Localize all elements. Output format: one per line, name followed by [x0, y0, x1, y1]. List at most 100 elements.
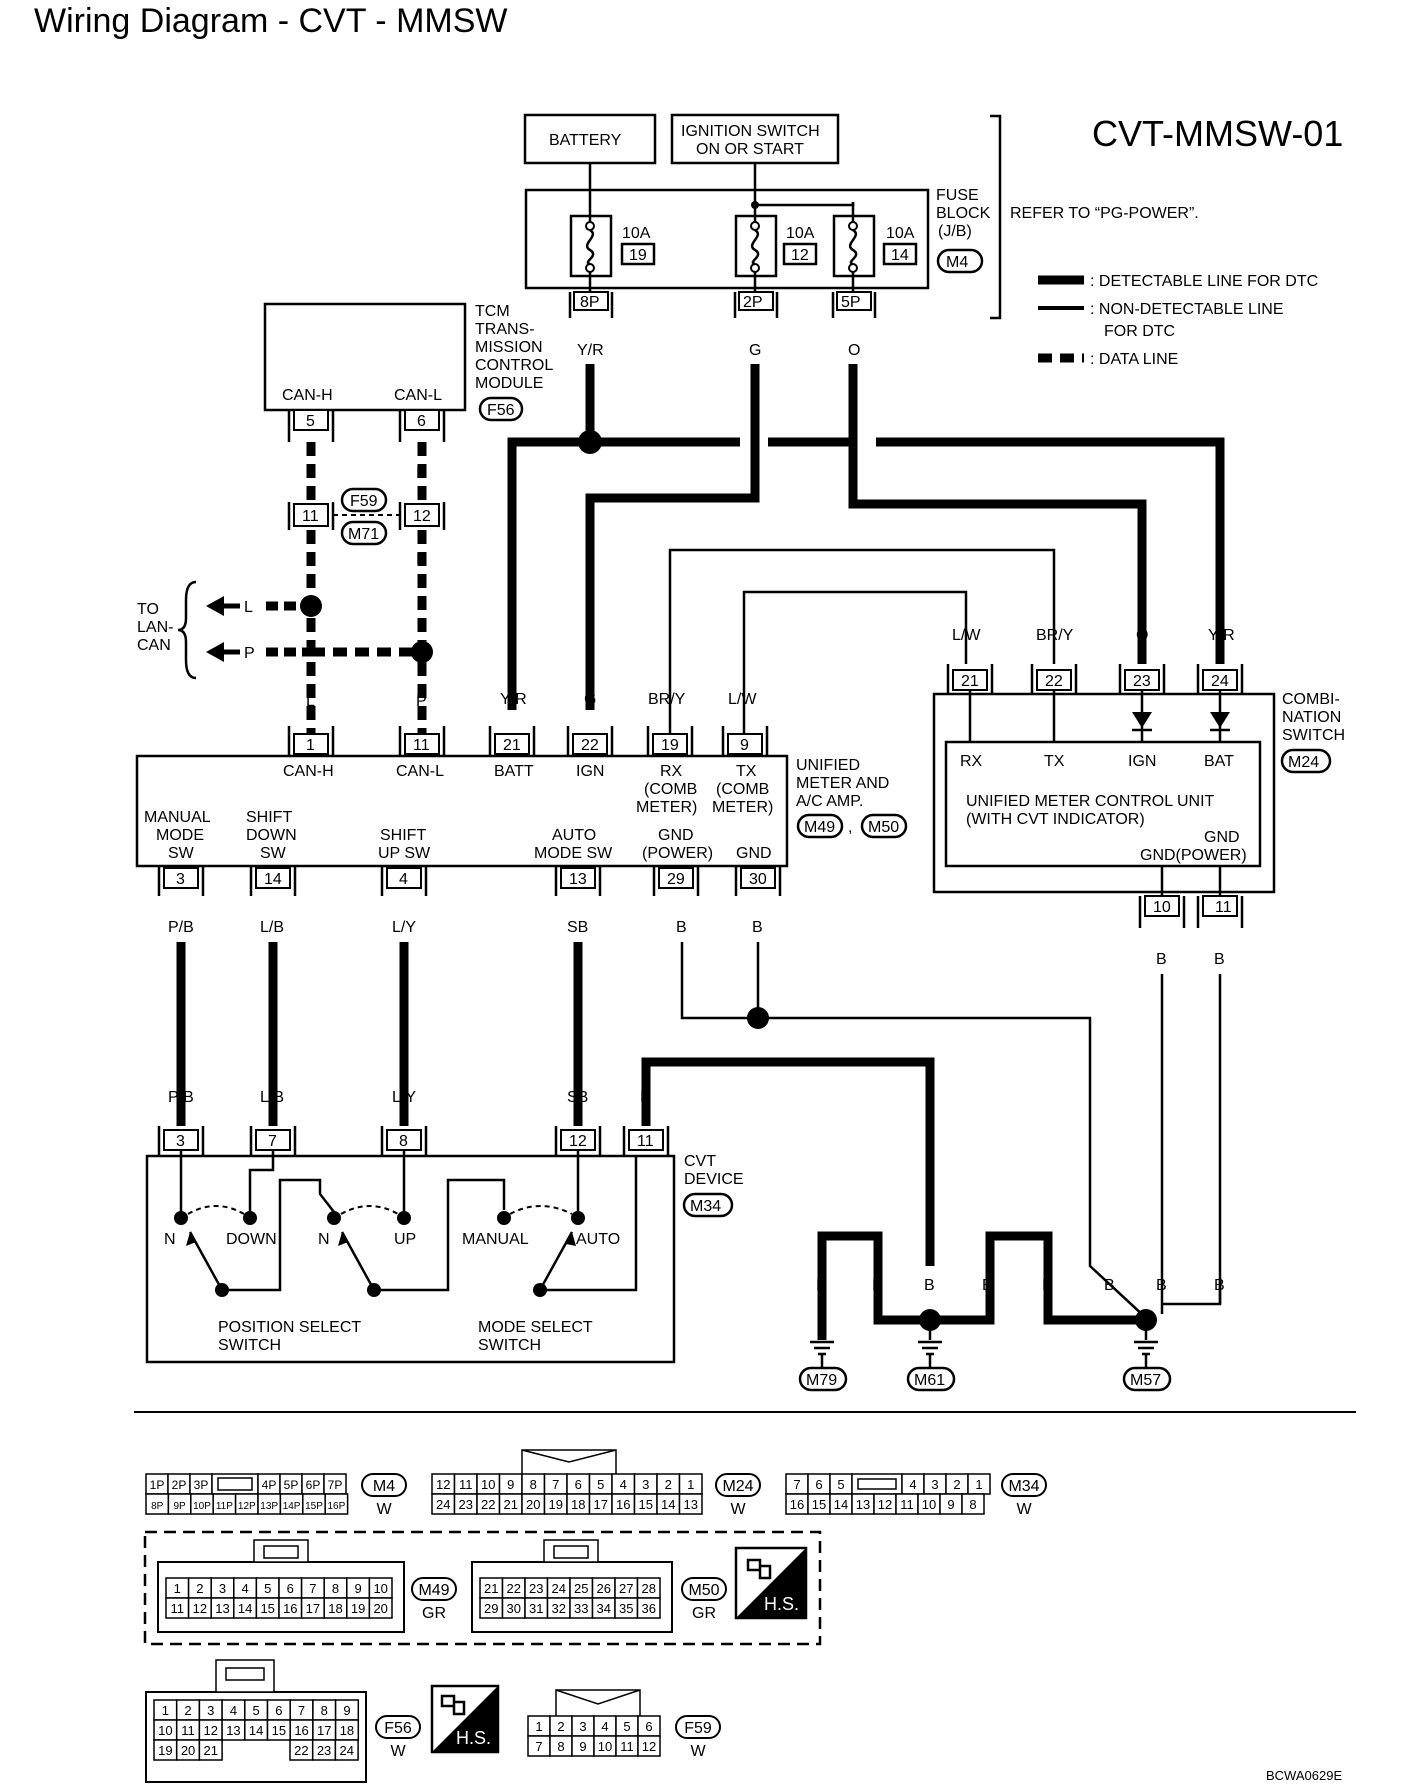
fuse-12-amp: 10A: [786, 225, 815, 242]
m50-pin: 36: [642, 1601, 656, 1616]
unified-bpin-14: 14: [264, 871, 282, 888]
m34-pin: 6: [815, 1477, 822, 1492]
mode-label-2: SWITCH: [478, 1337, 541, 1354]
f56-pin: 10: [158, 1723, 172, 1738]
m24-pin: 13: [684, 1497, 698, 1512]
f56-pin: 21: [204, 1743, 218, 1758]
pos-down: DOWN: [226, 1231, 277, 1248]
m24-pin: 7: [552, 1477, 559, 1492]
f59-pin: 5: [623, 1719, 630, 1734]
m50-pin: 25: [574, 1581, 588, 1596]
tcm-can-h-label: CAN-H: [282, 387, 333, 404]
m4-id: M4: [373, 1478, 395, 1495]
m4-pin: 1P: [150, 1478, 165, 1492]
comb-pin-21-wire: L/W: [952, 627, 981, 644]
f56-pin: 15: [272, 1723, 286, 1738]
comb-rx: RX: [960, 753, 983, 770]
m24-pin: 22: [481, 1497, 495, 1512]
cvt-pins: 3 7 8 12 11: [157, 1126, 670, 1156]
gnd-wire-8: B: [1214, 1277, 1225, 1294]
f59-pin: 12: [642, 1739, 656, 1754]
m34-pin: 16: [790, 1497, 804, 1512]
unified-label-2: METER AND: [796, 775, 889, 792]
m34-pin: 8: [969, 1497, 976, 1512]
unified-pin-9-num: 9: [740, 737, 749, 754]
f59-pin: 8: [557, 1739, 564, 1754]
joint-connector: 11 12 F59 M71: [287, 487, 446, 546]
figure-id: BCWA0629E: [1266, 1768, 1342, 1783]
comb-pin-23: 23: [1133, 673, 1151, 690]
fuse-14: 10A 14: [832, 202, 918, 300]
tcm-label-1: TCM: [475, 303, 510, 320]
lan-label-1: TO: [137, 601, 159, 618]
legend: : DETECTABLE LINE FOR DTC : NON-DETECTAB…: [1038, 273, 1318, 368]
fuse-19-amp: 10A: [622, 225, 651, 242]
m49-pin: 13: [215, 1601, 229, 1616]
m50-pin: 35: [619, 1601, 633, 1616]
f56-pin: 18: [340, 1723, 354, 1738]
m24-pin: 3: [642, 1477, 649, 1492]
m49-pin: 14: [238, 1601, 252, 1616]
unified-auto-1: AUTO: [552, 827, 596, 844]
pos-label-1: POSITION SELECT: [218, 1319, 361, 1336]
gnd-wire-3: B: [924, 1277, 935, 1294]
position-select-switch: N DOWN N UP POSITION SELECT SWITCH: [164, 1150, 506, 1354]
unified-pin-9: 9 TX (COMB METER) L/W: [712, 691, 773, 816]
m49-pin: 6: [287, 1581, 294, 1596]
wire-l-tcm: L: [306, 465, 315, 482]
m24-id: M24: [722, 1478, 753, 1495]
comb-bpin-10: 10: [1153, 899, 1171, 916]
f56-color: W: [390, 1743, 406, 1760]
m34-color: W: [1016, 1501, 1032, 1518]
m49-pin: 17: [306, 1601, 320, 1616]
cvt-pin-3: 3: [176, 1133, 185, 1150]
m34-pin: 5: [837, 1477, 844, 1492]
wire-p-tcm: P: [416, 465, 427, 482]
m34-pin: 1: [975, 1477, 982, 1492]
fuse-14-amp: 10A: [886, 225, 915, 242]
m49-pin: 16: [283, 1601, 297, 1616]
gnd-m61: M61: [914, 1372, 945, 1389]
unified-bpin-29: 29: [667, 871, 685, 888]
diode-ign-icon: [1132, 712, 1152, 728]
legend-data-line: : DATA LINE: [1090, 351, 1178, 368]
m34-pin: 10: [922, 1497, 936, 1512]
tcm-label-5: MODULE: [475, 375, 543, 392]
m50-pin: 29: [484, 1601, 498, 1616]
unified-conn-m50: M50: [868, 819, 899, 836]
m4-pin: 12P: [238, 1501, 256, 1512]
m49-pin: 2: [196, 1581, 203, 1596]
m49-pin: 18: [328, 1601, 342, 1616]
wire-l-joint: L: [306, 551, 315, 568]
m4-pin: 4P: [262, 1478, 277, 1492]
gnd-wire-4: B: [982, 1277, 993, 1294]
refer-note: REFER TO “PG-POWER”.: [1010, 205, 1199, 222]
comb-label-3: SWITCH: [1282, 727, 1345, 744]
f59-pin: 7: [535, 1739, 542, 1754]
m24-pin: 1: [687, 1477, 694, 1492]
unified-down-2: DOWN: [246, 827, 297, 844]
unified-auto-2: MODE SW: [534, 845, 613, 862]
m49-pin: 1: [174, 1581, 181, 1596]
m34-pin: 2: [953, 1477, 960, 1492]
f59-pin: 1: [535, 1719, 542, 1734]
legend-nondetectable-1: : NON-DETECTABLE LINE: [1090, 301, 1284, 318]
pos-up: UP: [394, 1231, 416, 1248]
unified-pin-21-wire: Y/R: [500, 691, 527, 708]
m50-pin: 22: [507, 1581, 521, 1596]
wire-p-joint: P: [416, 551, 427, 568]
wire-o-fuse: O: [848, 342, 860, 359]
unified-pin-11: 11 CAN-L: [396, 726, 446, 780]
lan-p: P: [244, 645, 255, 662]
m24-pin: 11: [459, 1477, 473, 1492]
unified-pin-22: 22 IGN G: [566, 691, 614, 780]
joint-pin-11: 11: [302, 508, 319, 525]
m24-pin: 18: [571, 1497, 585, 1512]
unified-gnd: GND: [736, 845, 772, 862]
gnd-wire-6: B: [1104, 1277, 1115, 1294]
wire-lb-top: L/B: [260, 919, 284, 936]
fuse-14-num: 14: [891, 247, 909, 264]
m4-pin: 16P: [328, 1501, 346, 1512]
f56-pin: 14: [249, 1723, 263, 1738]
m24-cell: [678, 1493, 703, 1515]
